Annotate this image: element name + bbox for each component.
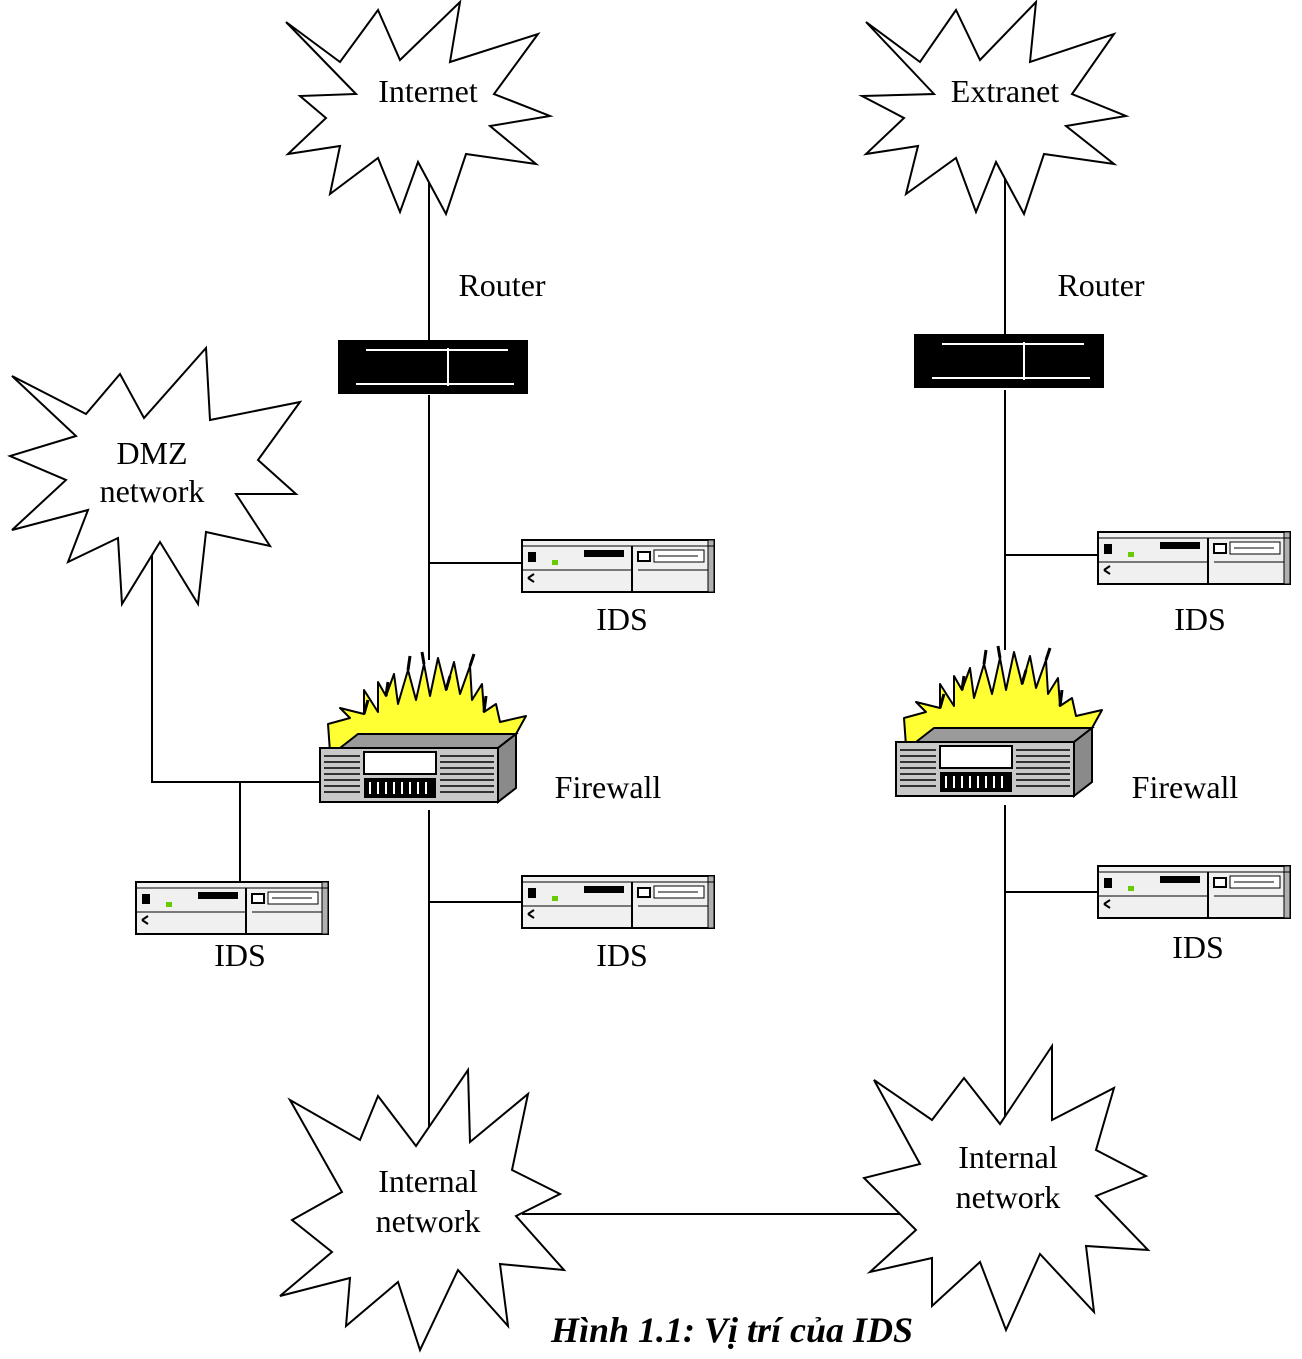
server-icon (1098, 866, 1290, 918)
ids-label: IDS (214, 937, 266, 973)
ids-right-bottom: IDS (1098, 866, 1290, 965)
cloud-internet: Internet (286, 2, 550, 214)
ids-label: IDS (1174, 601, 1226, 637)
figure-caption: Hình 1.1: Vị trí của IDS (550, 1310, 913, 1350)
server-icon (522, 876, 714, 928)
firewall-right: Firewall (896, 646, 1238, 805)
cloud-dmz: DMZ network (10, 348, 300, 604)
server-icon (136, 882, 328, 934)
cloud-label-dmz-1: DMZ (116, 435, 187, 471)
ids-left-bottom: IDS (522, 876, 714, 973)
cloud-label-internal-left-2: network (376, 1203, 481, 1239)
ids-label: IDS (596, 937, 648, 973)
ids-left-dmz: IDS (136, 882, 328, 973)
firewall-label-left: Firewall (555, 769, 662, 805)
cloud-label-dmz-2: network (100, 473, 205, 509)
router-right: Router (914, 267, 1145, 388)
ids-label: IDS (1172, 929, 1224, 965)
firewall-left: Firewall (320, 652, 661, 805)
ids-left-top: IDS (522, 540, 714, 637)
router-icon (914, 334, 1104, 388)
cloud-label-internal-left-1: Internal (378, 1163, 478, 1199)
server-icon (1098, 532, 1290, 584)
cloud-label-internal-right-2: network (956, 1179, 1061, 1215)
router-label-right: Router (1057, 267, 1144, 303)
ids-right-top: IDS (1098, 532, 1290, 637)
firewall-icon (320, 652, 526, 802)
cloud-extranet: Extranet (862, 2, 1126, 214)
firewall-label-right: Firewall (1132, 769, 1239, 805)
router-icon (338, 340, 528, 394)
cloud-label-internal-right-1: Internal (958, 1139, 1058, 1175)
router-label-left: Router (458, 267, 545, 303)
firewall-icon (896, 646, 1102, 796)
cloud-internal-left: Internal network (280, 1070, 564, 1350)
server-icon (522, 540, 714, 592)
ids-label: IDS (596, 601, 648, 637)
router-left: Router (338, 267, 546, 394)
cloud-label-extranet: Extranet (951, 73, 1060, 109)
cloud-label-internet: Internet (378, 73, 478, 109)
